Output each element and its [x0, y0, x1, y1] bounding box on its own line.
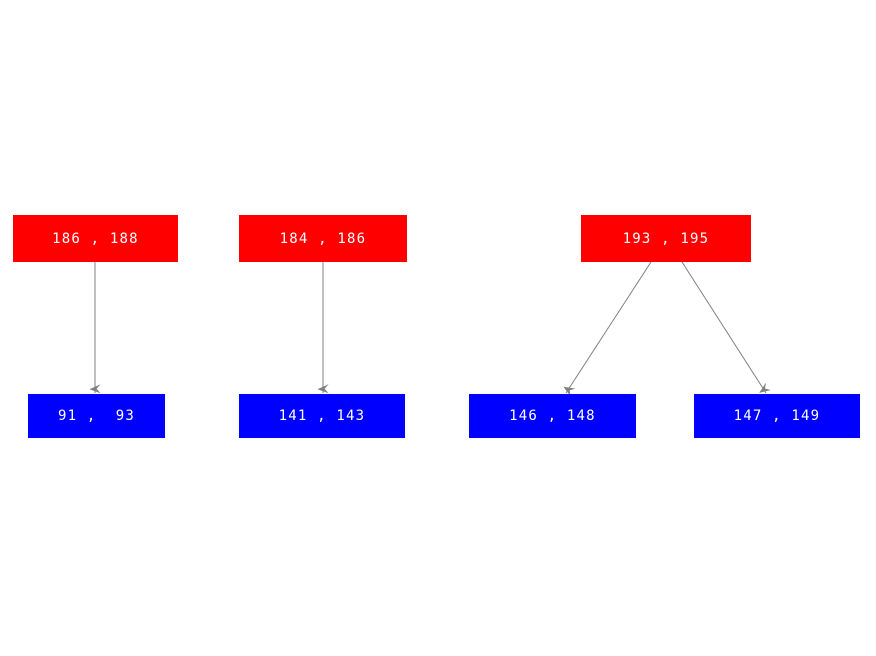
child-node-c1[interactable]: 91 , 93 — [28, 394, 165, 438]
edges-group — [89, 261, 771, 397]
child-node-c4[interactable]: 147 , 149 — [694, 394, 860, 438]
edge-arrow-p3-to-c4 — [681, 261, 771, 394]
node-label: 147 , 149 — [733, 408, 821, 424]
child-node-c2[interactable]: 141 , 143 — [239, 394, 405, 438]
child-node-c3[interactable]: 146 , 148 — [469, 394, 636, 438]
node-label: 91 , 93 — [57, 408, 136, 424]
parent-node-p3[interactable]: 193 , 195 — [581, 215, 751, 262]
node-label: 186 , 188 — [52, 230, 139, 247]
parent-node-p1[interactable]: 186 , 188 — [13, 215, 178, 262]
edge-arrow-p3-to-c3 — [563, 261, 652, 397]
node-label: 193 , 195 — [622, 230, 710, 247]
node-label: 184 , 186 — [279, 230, 367, 247]
parent-node-p2[interactable]: 184 , 186 — [239, 215, 407, 262]
node-label: 146 , 148 — [509, 408, 596, 424]
node-label: 141 , 143 — [278, 408, 366, 424]
